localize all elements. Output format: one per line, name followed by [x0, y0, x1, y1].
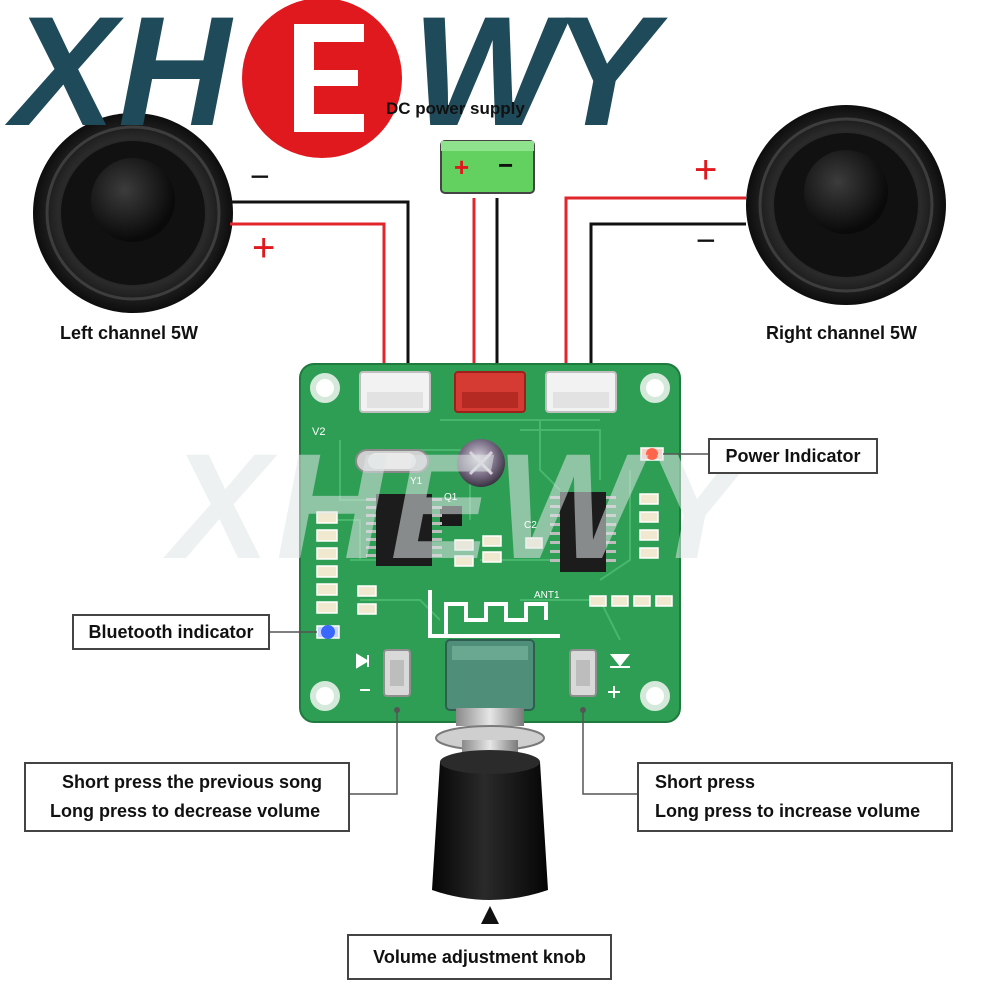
chip-right [550, 492, 616, 572]
brand-letter-w: W [412, 0, 559, 159]
pcb-crystal-label: Y1 [410, 476, 423, 487]
volume-knob-callout: Volume adjustment knob [347, 934, 612, 980]
right-plus-sign: + [694, 148, 718, 192]
dc-power-supply-label: DC power supply [386, 99, 525, 118]
next-button-line2: Long press to increase volume [655, 801, 921, 821]
pcb-cap-label: C2 [524, 520, 537, 531]
brand-logo-e-circle [242, 0, 402, 158]
left-plus-sign: + [252, 226, 276, 270]
pcb-antenna-label: ANT1 [534, 590, 560, 601]
right-negative-wire [589, 222, 746, 372]
right-speaker-graphic [746, 105, 946, 305]
bluetooth-indicator-callout: Bluetooth indicator [72, 614, 270, 650]
left-positive-wire [230, 222, 386, 372]
pcb-board [299, 363, 681, 723]
left-negative-wire [230, 200, 410, 372]
left-channel-label: Left channel 5W [60, 323, 199, 343]
brand-letter-y: Y [552, 0, 656, 159]
right-channel-label: Right channel 5W [766, 323, 918, 343]
right-minus-sign: − [696, 222, 716, 260]
prev-button-callout: Short press the previous song Long press… [24, 762, 350, 832]
power-minus-sign: − [498, 150, 514, 180]
power-indicator-callout: Power Indicator [708, 438, 878, 474]
chip-left [366, 494, 442, 566]
prev-button-line1: Short press the previous song [62, 772, 323, 792]
next-button-callout: Short press Long press to increase volum… [637, 762, 953, 832]
left-minus-sign: − [250, 158, 270, 196]
brand-letter-h: H [118, 0, 231, 159]
pcb-transistor-label: Q1 [444, 492, 458, 503]
next-button-line1: Short press [655, 772, 756, 792]
prev-button-line2: Long press to decrease volume [50, 801, 321, 821]
watermark-text: XHEWY [170, 422, 751, 590]
brand-logo: X H W Y [0, 0, 1000, 159]
right-positive-wire [564, 196, 746, 372]
pcb-version-label: V2 [312, 426, 326, 438]
power-plus-sign: + [454, 152, 470, 182]
antenna-trace [428, 590, 560, 638]
left-speaker-graphic [33, 113, 233, 313]
brand-letter-x: X [12, 0, 116, 159]
volume-knob-graphic [432, 708, 548, 924]
